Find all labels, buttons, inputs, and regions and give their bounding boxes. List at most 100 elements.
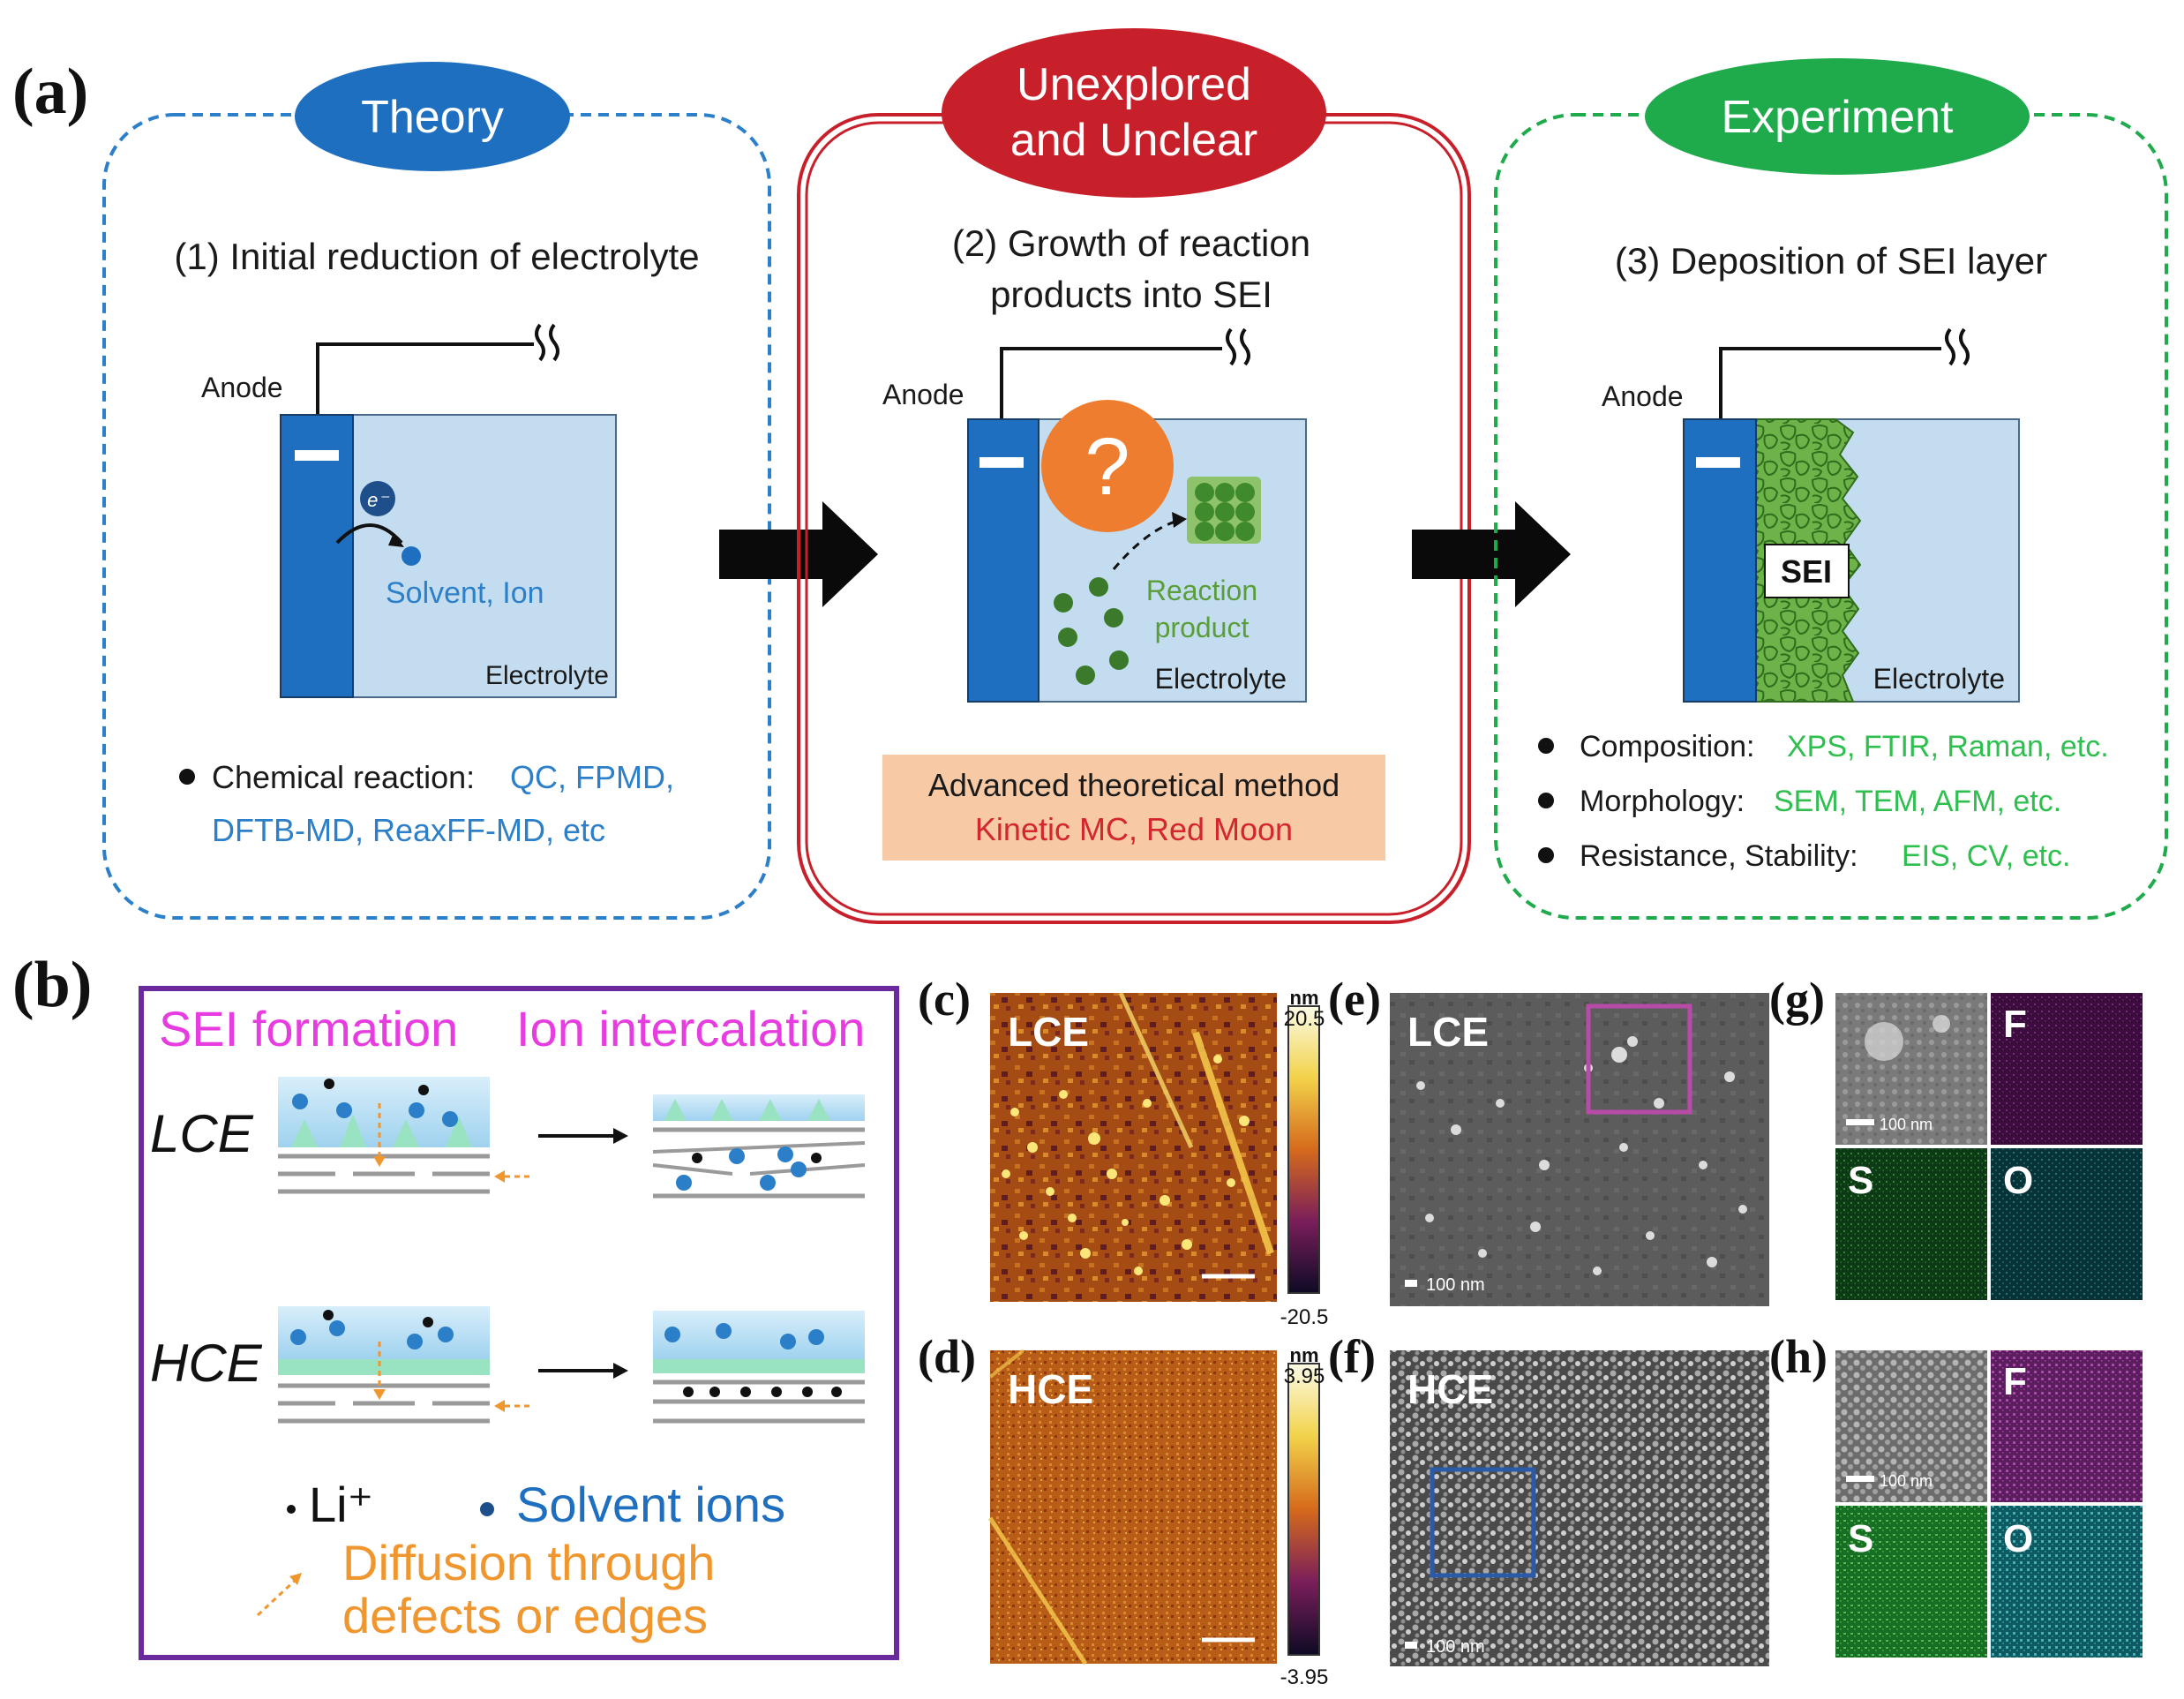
sei-label: SEI (1781, 553, 1832, 590)
sem-image-hce: 100 nm HCE (1390, 1350, 1769, 1666)
afm-image-hce: HCE (987, 1349, 1277, 1665)
electron-icon (360, 481, 395, 516)
method-box (882, 755, 1385, 861)
theory-bullet-methods-2: DFTB-MD, ReaxFF-MD, etc (212, 812, 605, 848)
unexplored-wire (1000, 347, 1222, 419)
diffusion-legend-icon (256, 1578, 297, 1617)
theory-electrolyte-label: Electrolyte (485, 661, 609, 690)
panel-label-e: (e) (1328, 973, 1381, 1026)
afm-c-unit: nm (1290, 987, 1319, 1009)
panel-label-c: (c) (918, 973, 971, 1026)
theory-bullet-dot (179, 769, 195, 785)
panel-label-f: (f) (1328, 1330, 1376, 1383)
ion-intercalation-header: Ion intercalation (516, 1001, 865, 1056)
eds-g-scale-bar (1846, 1119, 1874, 1125)
eds-h-element-s: S (1848, 1517, 1873, 1560)
lce-row-label: LCE (150, 1104, 254, 1163)
theory-step-title: (1) Initial reduction of electrolyte (174, 236, 699, 277)
unexplored-badge (942, 28, 1326, 198)
theory-electrolyte-box (350, 414, 617, 698)
exp-bullet-methods-2: SEM, TEM, AFM, etc. (1774, 785, 2061, 818)
panel-b: SEI formation Ion intercalation LCE HCE (139, 986, 899, 1660)
afm-d-colorbar (1287, 1363, 1320, 1656)
flow-arrow-2 (1412, 501, 1571, 607)
eds-g-scale-label: 100 nm (1880, 1116, 1933, 1133)
panel-label-g: (g) (1769, 973, 1825, 1026)
diffusion-legend-line1: Diffusion through (342, 1535, 715, 1590)
li-legend-icon (287, 1505, 296, 1514)
hce-row-label: HCE (150, 1334, 263, 1393)
unexplored-resistor-icon (1226, 327, 1250, 366)
method-examples: Kinetic MC, Red Moon (975, 811, 1293, 847)
afm-c-colorbar (1287, 1005, 1320, 1294)
reaction-product-cluster-icon (1187, 477, 1261, 544)
eds-map-lce: 100 nm F S O (1835, 993, 2143, 1300)
eds-h-scale-label: 100 nm (1880, 1472, 1933, 1490)
unexplored-electrolyte-label: Electrolyte (1155, 663, 1287, 695)
unexplored-badge-line1: Unexplored (1017, 59, 1251, 110)
solvent-legend-label: Solvent ions (516, 1477, 785, 1532)
theory-resistor-icon (535, 323, 559, 362)
experiment-section: Experiment (3) Deposition of SEI layer A… (1494, 58, 2168, 920)
question-mark: ? (1084, 422, 1130, 512)
unexplored-step-line1: (2) Growth of reaction (952, 222, 1310, 264)
unexplored-anode-label: Anode (882, 379, 964, 410)
sei-formation-header: SEI formation (159, 1001, 458, 1056)
unexplored-section: Unexplored and Unclear (2) Growth of rea… (797, 28, 1471, 924)
theory-wire (316, 342, 534, 415)
solvent-legend-icon (480, 1502, 494, 1516)
sem-image-lce: 100 nm LCE (1390, 993, 1769, 1306)
exp-bullet-label-1: Composition: (1580, 730, 1754, 763)
eds-g-element-s: S (1848, 1159, 1873, 1202)
exp-bullet-methods-3: EIS, CV, etc. (1902, 839, 2071, 873)
sei-label-box (1764, 544, 1850, 598)
afm-c-label: LCE (1008, 1009, 1089, 1055)
question-icon (1041, 400, 1174, 532)
solvent-ion-dot (402, 546, 421, 566)
theory-minus-icon (295, 450, 339, 461)
eds-g-element-o: O (2003, 1159, 2033, 1202)
afm-d-unit: nm (1290, 1344, 1319, 1366)
experiment-step-title: (3) Deposition of SEI layer (1615, 240, 2047, 282)
lce-intercalation-schematic (652, 1094, 866, 1199)
theory-section: Theory (1) Initial reduction of electrol… (102, 62, 771, 920)
exp-bullet-label-2: Morphology: (1580, 785, 1745, 818)
afm-d-min: -3.95 (1280, 1665, 1329, 1689)
hce-sei-schematic (278, 1306, 529, 1424)
experiment-resistor-icon (1945, 327, 1970, 366)
experiment-badge-label: Experiment (1722, 92, 1955, 143)
theory-anode-bar (280, 414, 354, 698)
sem-f-scale-bar (1405, 1642, 1417, 1649)
theory-bullet-methods-1: QC, FPMD, (510, 759, 674, 795)
theory-species-label: Solvent, Ion (386, 576, 544, 610)
sem-e-roi-box (1586, 1004, 1692, 1115)
theory-frame (102, 113, 771, 920)
exp-bullet-label-3: Resistance, Stability: (1580, 839, 1858, 873)
electron-label: e⁻ (367, 489, 390, 511)
exp-bullet-methods-1: XPS, FTIR, Raman, etc. (1787, 730, 2109, 763)
panel-label-d: (d) (918, 1330, 976, 1383)
method-title: Advanced theoretical method (928, 767, 1340, 803)
li-legend-label: Li⁺ (309, 1477, 373, 1532)
diffusion-legend-line2: defects or edges (342, 1588, 708, 1643)
experiment-badge (1645, 58, 2030, 175)
sem-f-scale-label: 100 nm (1426, 1637, 1485, 1657)
theory-bullet-label: Chemical reaction: (212, 759, 475, 795)
lce-sei-schematic (278, 1077, 529, 1194)
sem-f-roi-box (1430, 1467, 1536, 1578)
theory-anode-label: Anode (201, 372, 283, 403)
afm-c-max: 20.5 (1284, 1007, 1325, 1031)
eds-h-element-o: O (2003, 1517, 2033, 1560)
experiment-anode-label: Anode (1602, 380, 1684, 412)
exp-bullet-dot-3 (1538, 847, 1554, 863)
eds-map-hce: 100 nm F S O (1835, 1350, 2143, 1658)
sem-e-scale-label: 100 nm (1426, 1275, 1485, 1295)
afm-d-label: HCE (1008, 1366, 1093, 1412)
experiment-electrolyte-label: Electrolyte (1873, 663, 2005, 695)
panel-label-b: (b) (12, 949, 92, 1021)
afm-c-min: -20.5 (1280, 1305, 1329, 1329)
unexplored-minus-icon (979, 457, 1024, 468)
eds-g-element-f: F (2003, 1003, 2027, 1046)
afm-image-lce: LCE (990, 991, 1277, 1302)
theory-badge-label: Theory (361, 92, 504, 143)
